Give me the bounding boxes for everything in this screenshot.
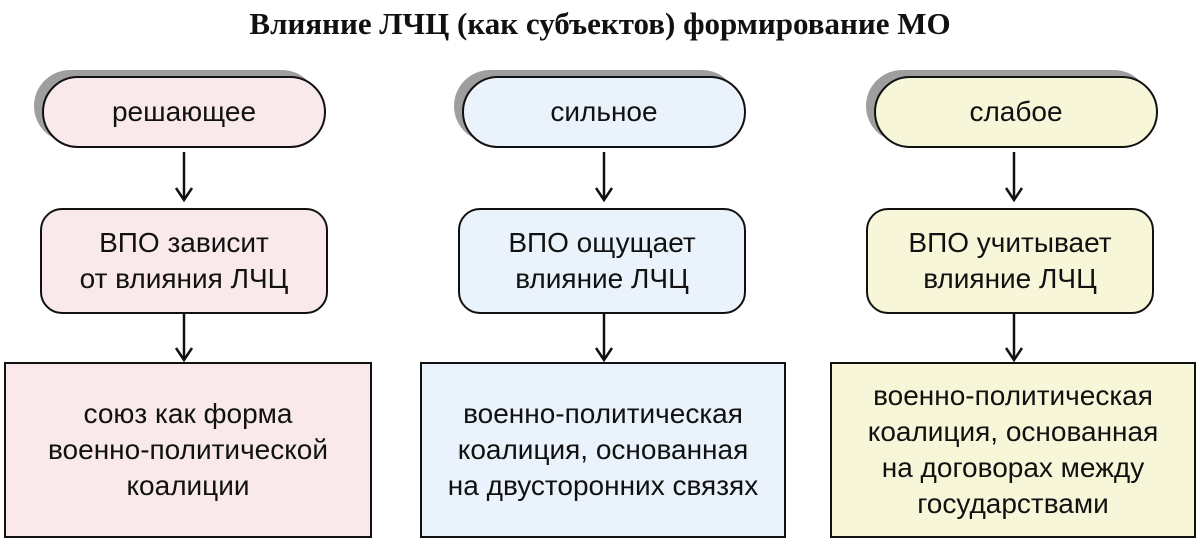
arrow-down-icon: [594, 312, 614, 363]
outcome-box-strong: военно-политическая коалиция, основанная…: [420, 362, 786, 538]
arrow-down-icon: [1004, 152, 1024, 203]
degree-box-decisive: решающее: [42, 76, 326, 148]
effect-box-strong: ВПО ощущает влияние ЛЧЦ: [458, 208, 746, 314]
degree-label: сильное: [550, 96, 658, 127]
degree-box-weak: слабое: [874, 76, 1158, 148]
diagram-title: Влияние ЛЧЦ (как субъектов) формирование…: [249, 6, 951, 41]
degree-label: решающее: [111, 96, 257, 127]
effect-box-decisive: ВПО зависит от влияния ЛЧЦ: [40, 208, 328, 314]
arrow-down-icon: [174, 152, 194, 203]
outcome-box-decisive: союз как форма военно-политической коали…: [4, 362, 372, 538]
arrow-down-icon: [594, 152, 614, 203]
arrow-down-icon: [174, 312, 194, 363]
arrow-down-icon: [1004, 312, 1024, 363]
effect-box-weak: ВПО учитывает влияние ЛЧЦ: [866, 208, 1154, 314]
outcome-box-weak: военно-политическая коалиция, основанная…: [830, 362, 1196, 538]
degree-box-strong: сильное: [462, 76, 746, 148]
degree-label: слабое: [969, 96, 1063, 127]
